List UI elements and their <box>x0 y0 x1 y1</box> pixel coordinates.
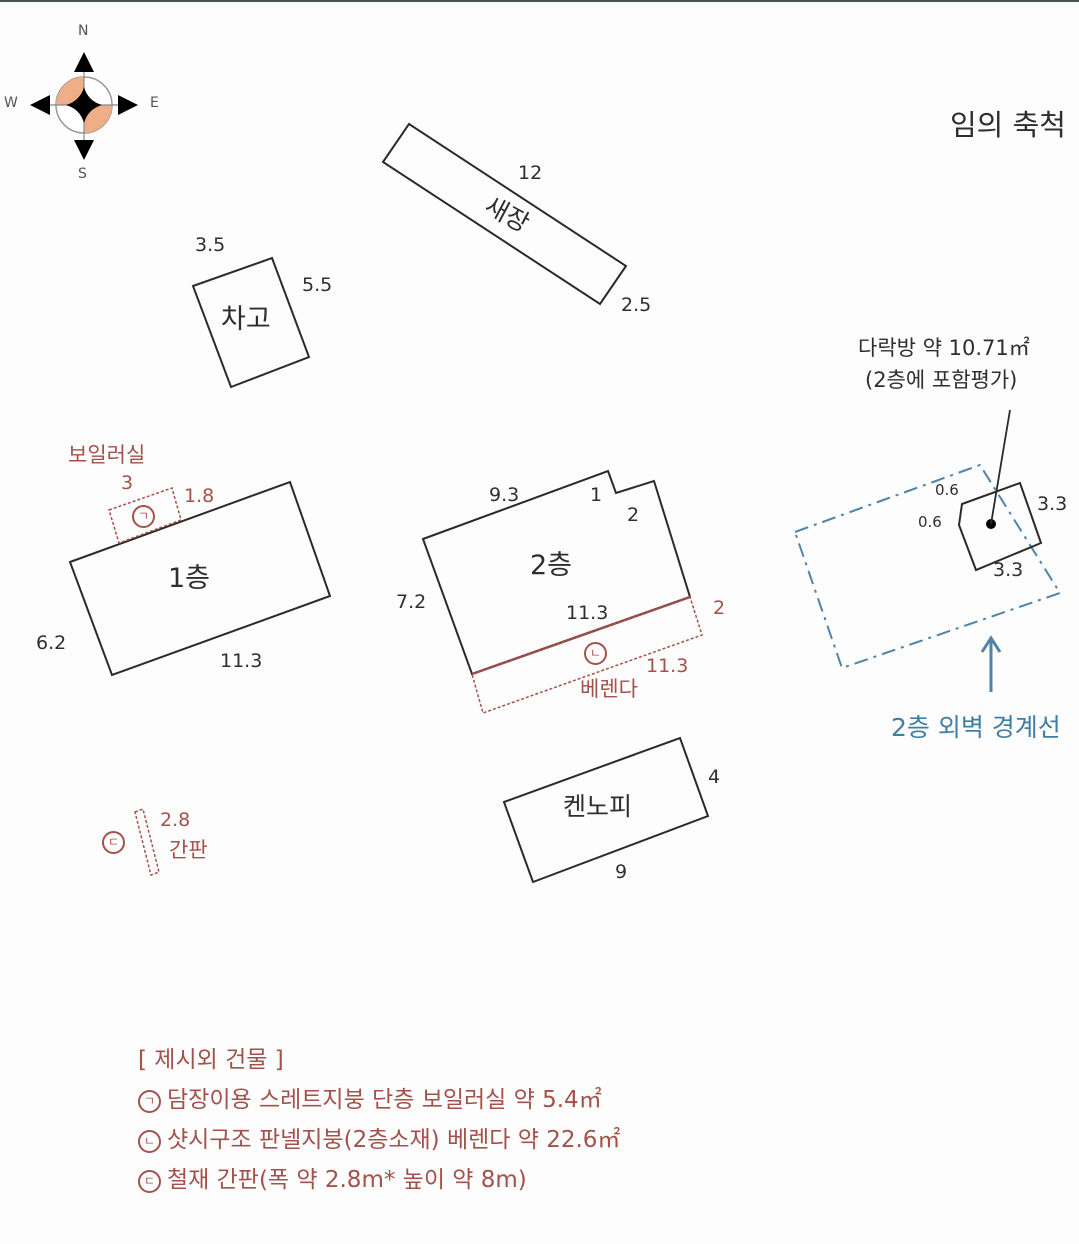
attic-dim-c: 3.3 <box>1037 493 1068 515</box>
legend-item-text: 철재 간판(폭 약 2.8m* 높이 약 8m) <box>167 1167 527 1193</box>
veranda-mark: ㄴ <box>584 642 613 665</box>
veranda-dim-side: 2 <box>713 597 726 619</box>
canopy-dim-bottom: 9 <box>615 861 628 883</box>
boiler-room-label: 보일러실 <box>68 443 146 467</box>
scale-note: 임의 축척 <box>950 108 1066 142</box>
boiler-room-outline <box>108 487 182 544</box>
attic-dim-d: 3.3 <box>993 559 1024 581</box>
compass-south-label: S <box>78 166 87 182</box>
floor1-dim-left: 6.2 <box>36 632 67 654</box>
legend-title: [ 제시외 건물 ] <box>138 1047 284 1073</box>
garage-dim-side: 5.5 <box>302 274 333 296</box>
mark-nieun-icon: ㄴ <box>138 1130 161 1153</box>
signboard-label: 간판 <box>169 838 208 862</box>
attic-outline <box>957 481 1043 572</box>
floor1-outline <box>68 480 332 677</box>
compass-east-label: E <box>150 95 159 111</box>
garage-dim-top: 3.5 <box>195 234 226 256</box>
boiler-room-dim-side: 1.8 <box>184 485 215 507</box>
floor2-label: 2층 <box>530 550 573 581</box>
signboard-dim: 2.8 <box>160 809 191 831</box>
boiler-room-dim-top: 3 <box>121 472 134 494</box>
signboard-mark: ㄷ <box>102 831 131 854</box>
attic-callout-line2: (2층에 포함평가) <box>865 368 1018 392</box>
mark-giyeok-icon: ㄱ <box>138 1090 161 1113</box>
compass-north-label: N <box>78 23 89 39</box>
legend-item: ㄷ 철재 간판(폭 약 2.8m* 높이 약 8m) <box>138 1160 620 1200</box>
floor1-label: 1층 <box>168 563 211 594</box>
veranda-outline <box>471 596 703 714</box>
mark-digeut-icon: ㄷ <box>102 831 125 854</box>
floor2-dim-bottom: 11.3 <box>566 602 609 624</box>
legend-item: ㄱ 담장이용 스레트지붕 단층 보일러실 약 5.4㎡ <box>138 1080 620 1120</box>
veranda-label: 베렌다 <box>580 677 638 701</box>
canopy-label: 켄노피 <box>563 792 633 821</box>
mark-digeut-icon: ㄷ <box>138 1170 161 1193</box>
legend-item-text: 샷시구조 판넬지붕(2층소재) 베렌다 약 22.6㎡ <box>167 1127 621 1153</box>
birdcage-dim-short: 2.5 <box>621 294 652 316</box>
mark-nieun-icon: ㄴ <box>584 642 607 665</box>
top-border <box>0 0 1079 2</box>
floor2-dim-notch-side: 2 <box>627 504 640 526</box>
mark-giyeok-icon: ㄱ <box>132 505 155 528</box>
birdcage-outline <box>381 122 628 306</box>
attic-dim-b: 0.6 <box>918 513 942 531</box>
garage-outline <box>191 256 311 389</box>
garage-label: 차고 <box>221 304 271 335</box>
compass-rose-icon <box>30 52 138 160</box>
floor2-dim-left: 7.2 <box>396 591 427 613</box>
floor2-dim-notch: 1 <box>590 484 603 506</box>
boiler-room-mark: ㄱ <box>132 505 161 528</box>
birdcage-dim-long: 12 <box>518 162 543 184</box>
floor2-dim-top: 9.3 <box>489 484 520 506</box>
signboard-outline <box>134 808 160 876</box>
attic-callout-line1: 다락방 약 10.71㎡ <box>858 336 1030 360</box>
veranda-dim-long: 11.3 <box>646 655 689 677</box>
canopy-outline <box>502 736 710 884</box>
compass-west-label: W <box>4 95 18 111</box>
floor1-dim-bottom: 11.3 <box>220 650 263 672</box>
legend-item-text: 담장이용 스레트지붕 단층 보일러실 약 5.4㎡ <box>167 1087 602 1113</box>
canopy-dim-side: 4 <box>708 766 721 788</box>
boundary-label: 2층 외벽 경계선 <box>891 713 1061 742</box>
legend-item: ㄴ 샷시구조 판넬지붕(2층소재) 베렌다 약 22.6㎡ <box>138 1120 620 1160</box>
attic-dim-a: 0.6 <box>935 481 959 499</box>
